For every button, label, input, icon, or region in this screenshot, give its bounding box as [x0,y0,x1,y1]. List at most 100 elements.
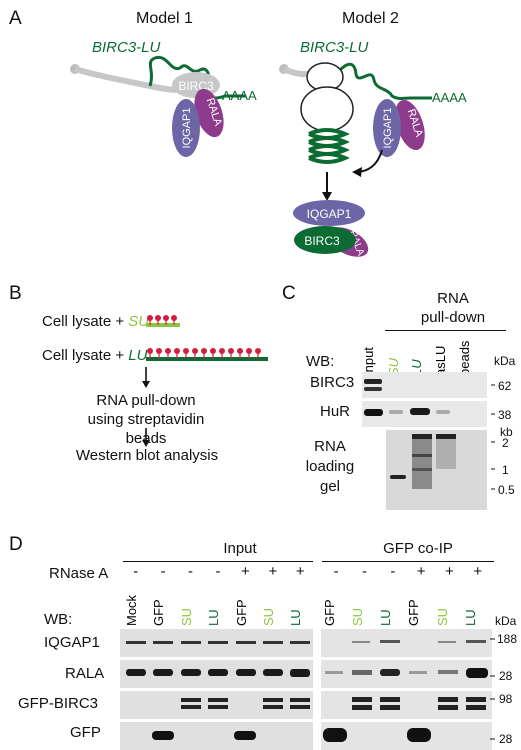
d-blots [120,629,492,750]
d-rnase-i2: - [160,563,166,580]
c-wb-label: WB: [306,353,335,370]
d-lane-gfp-1: GFP [151,599,166,626]
lane-input: Input [361,347,376,376]
lu-biotin-marks [147,347,262,359]
d-gfp-birc3-coip-blot [321,691,492,719]
panel-label-d: D [9,534,23,555]
d-coip-header: GFP co-IP [383,540,453,557]
d-row-rala: RALA [65,665,105,682]
model2-iqgap1-label: IQGAP1 [382,108,394,149]
lane-aslu: asLU [433,346,448,376]
d-kda-label: kDa [495,614,517,628]
c-row-birc3: BIRC3 [310,374,355,391]
model2-iqgap1-protein [373,99,401,157]
c-gel-label-3: gel [319,478,341,495]
d-row-gfp: GFP [70,724,101,741]
c-gel-label-2: loading [305,458,355,475]
d-lane-mock: Mock [124,594,139,626]
pulldown-step: RNA pull-down using streptavidin beads [70,391,222,448]
d-lane-lu-2: LU [288,609,303,626]
d-rnase-i7: + [295,563,305,580]
d-lane-lu-4: LU [463,609,478,626]
d-rnase-input-row: - - - - + + + [122,563,314,581]
d-coip-bracket [322,561,494,562]
d-lane-gfp-3: GFP [322,599,337,626]
model1-rala-protein [194,88,224,138]
panel-c-blots [362,372,495,510]
biotin-rna-diagram [142,315,268,388]
d-gfp-input-blot [120,722,313,750]
c-gel-label-1: RNA [314,438,346,455]
pulldown-header: RNA pull-down [398,289,508,327]
d-lane-su-2: SU [261,608,276,626]
lu-line: Cell lysate + LU [42,347,147,364]
lane-beads: beads [457,340,472,376]
d-iqgap1-coip-blot [321,629,492,657]
panel-a-diagram: BIRC3-LU BIRC3 AAAA RALA IQGAP1 BIRC3-LU… [70,39,467,258]
complex-iqgap1 [293,200,365,226]
pulldown-step-line2: using streptavidin beads [87,411,205,447]
d-rnase-c1: - [333,563,339,580]
d-rnase-i4: - [215,563,221,580]
pulldown-header-line2: pull-down [420,309,486,326]
c-kda-62: 62 [498,379,512,393]
d-rnase-c6: + [473,563,483,580]
c-kb-2: 2 [502,436,509,450]
lane-lu: LU [409,359,424,376]
c-kda-label: kDa [494,354,516,368]
d-lane-su-4: SU [435,608,450,626]
d-input-bracket [123,561,313,562]
c-row-hur: HuR [320,403,351,420]
model2-lnc-stemloops [338,62,432,100]
d-lane-gfp-4: GFP [406,599,421,626]
pulldown-bracket [385,330,506,331]
c-gel-label: RNA loading gel [300,437,360,497]
panel-label-a: A [9,8,22,29]
ribosome-large-subunit [300,86,354,132]
su-rna-label: SU [128,313,150,330]
d-lane-su-1: SU [179,608,194,626]
d-rala-coip-blot [321,660,492,688]
d-lane-lu-3: LU [378,609,393,626]
model2-rala-protein [395,99,425,151]
d-rnase-i1: - [133,563,139,580]
d-rnase-label: RNase A [49,565,109,582]
pulldown-header-line1: RNA [437,290,469,307]
d-kda-98: 98 [499,692,513,706]
d-lane-su-3: SU [350,608,365,626]
model2-lnc-label: BIRC3-LU [300,39,369,56]
model2-polya: AAAA [432,90,467,105]
d-rnase-i5: + [241,563,250,580]
model1-iqgap1-protein [172,99,200,157]
d-wb-label: WB: [44,611,73,628]
panel-c-lane-labels: Input SU LU asLU beads [361,340,472,376]
d-rnase-i6: + [268,563,278,580]
c-birc3-blot [362,372,487,398]
model1-iqgap1-label: IQGAP1 [181,108,193,149]
c-kb-label: kb [500,425,513,439]
su-biotin-marks [147,315,178,325]
c-kda-38: 38 [498,408,512,422]
lu-prefix: Cell lysate + [42,347,129,364]
d-rnase-c5: + [445,563,454,580]
d-row-gfp-birc3: GFP-BIRC3 [18,695,99,712]
d-gfp-coip-blot [321,722,492,750]
c-kb-1: 1 [502,463,509,477]
lu-rna-label: LU [128,347,148,364]
d-input-header: Input [223,540,257,557]
d-lane-gfp-2: GFP [234,599,249,626]
d-rnase-i3: - [188,563,194,580]
d-kda-188: 188 [497,632,518,646]
model2-title: Model 2 [342,10,399,27]
b-arrow-2 [142,428,150,447]
d-kda-28-b: 28 [499,732,513,746]
lane-su: SU [386,357,401,376]
d-rnase-c4: + [416,563,426,580]
d-rnase-coip-row: - - - + + + [322,563,492,581]
complex-iqgap1-label: IQGAP1 [307,207,352,221]
d-kda-28-a: 28 [499,669,513,683]
d-rnase-c3: - [390,563,396,580]
su-prefix: Cell lysate + [42,313,129,330]
d-kda-ticks [490,638,495,740]
model1-title: Model 1 [136,10,193,27]
